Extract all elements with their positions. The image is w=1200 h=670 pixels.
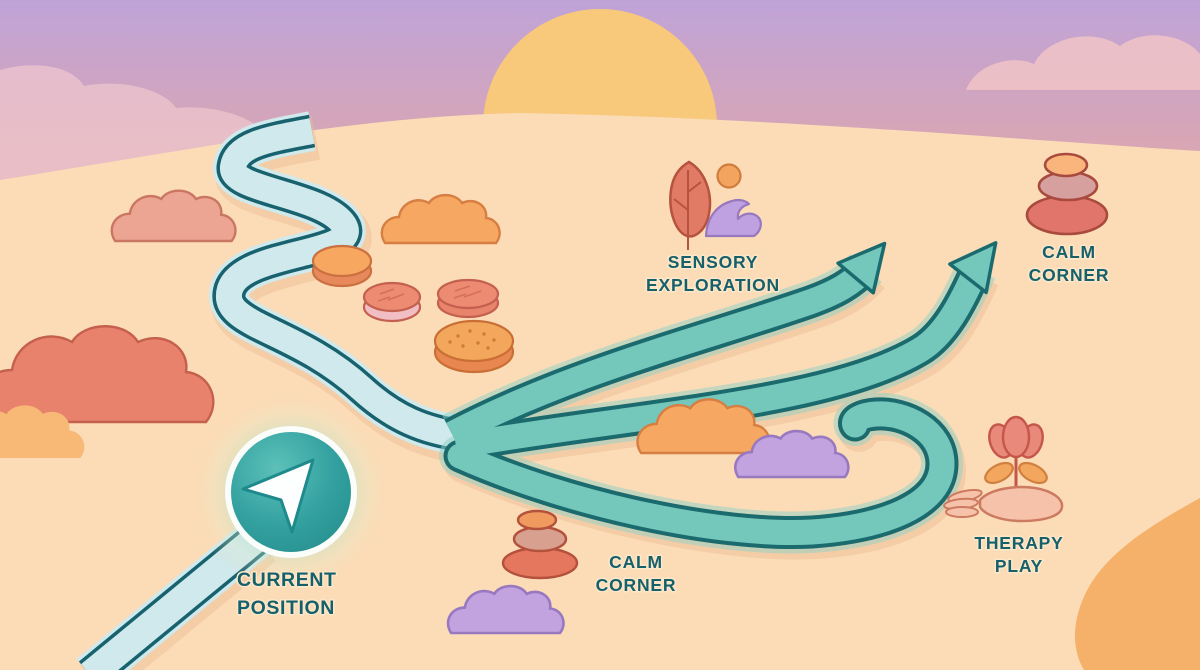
- flower-in-hand-icon: [943, 415, 1064, 523]
- current-position-marker[interactable]: [191, 392, 391, 592]
- leaf-icon: [669, 160, 712, 250]
- calm-corner-top-label[interactable]: CORNER: [1027, 264, 1110, 287]
- stepping-stone: [436, 278, 500, 319]
- labels: CURRENT POSITION SENSORY EXPLORATION CAL…: [236, 241, 1111, 621]
- current-position-label: CURRENT: [237, 569, 337, 591]
- stacked-stones-icon: [1025, 152, 1109, 236]
- arrowhead-icon: [836, 241, 887, 295]
- dune: [1074, 498, 1200, 670]
- current-position-label: POSITION: [237, 597, 335, 619]
- cloud-icon: [966, 35, 1200, 90]
- arrowhead-icon: [948, 241, 998, 295]
- navigation-arrow-icon: [241, 458, 315, 534]
- sun-icon: [716, 163, 742, 189]
- therapy-play-label[interactable]: THERAPY: [973, 532, 1064, 555]
- stepping-stone: [433, 319, 515, 374]
- therapy-play-label[interactable]: PLAY: [993, 555, 1043, 578]
- wave-icon: [704, 198, 762, 238]
- stepping-stones: [311, 244, 515, 374]
- calm-corner-top-label[interactable]: CALM: [1041, 241, 1097, 264]
- calm-corner-bottom-label[interactable]: CALM: [608, 551, 664, 574]
- destination-sensory-exploration[interactable]: [669, 160, 762, 250]
- sensory-exploration-label[interactable]: EXPLORATION: [645, 274, 781, 297]
- destination-calm-corner-top[interactable]: [1025, 152, 1109, 236]
- calm-corner-bottom-label[interactable]: CORNER: [594, 574, 677, 597]
- branch-routes: [439, 241, 998, 554]
- stacked-stones-icon: [501, 509, 579, 580]
- destination-calm-corner-bottom[interactable]: [501, 509, 579, 580]
- sensory-exploration-label[interactable]: SENSORY: [666, 251, 759, 274]
- winding-path: [209, 111, 468, 456]
- destination-therapy-play[interactable]: [943, 415, 1064, 523]
- stepping-stone: [362, 281, 422, 323]
- stepping-stone: [311, 244, 373, 288]
